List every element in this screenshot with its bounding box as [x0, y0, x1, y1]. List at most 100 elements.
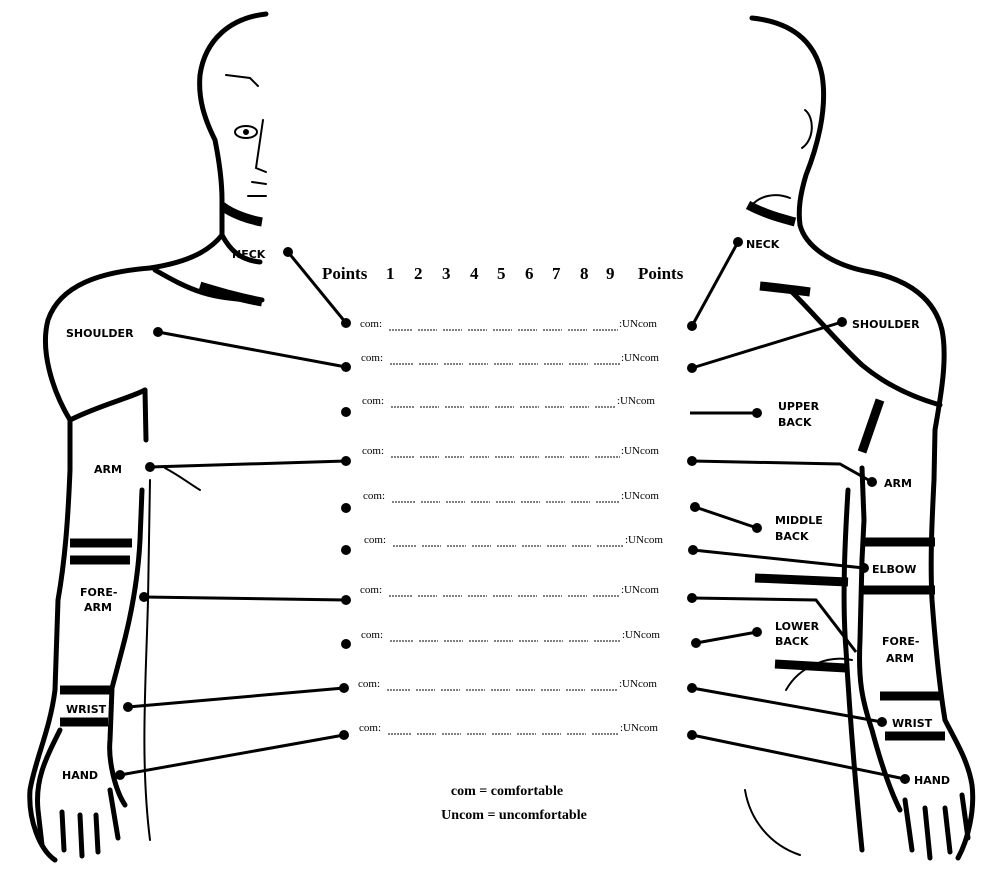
rating-rows: com: :UNcom com: :UNcom com: :UNcom com:…	[339, 318, 701, 740]
rating-row: com: :UNcom	[341, 629, 701, 649]
leader-shoulder-left	[158, 332, 346, 367]
legend-comfortable: com = comfortable	[451, 784, 563, 799]
label-wrist-left: WRIST	[66, 703, 107, 716]
arm-dot-left	[145, 462, 155, 472]
row-com-label: com:	[362, 395, 384, 407]
label-shoulder-right: SHOULDER	[852, 318, 920, 331]
row-left-dot	[341, 639, 351, 649]
label-elbow: ELBOW	[872, 563, 916, 576]
label-upper-back-1: UPPER	[778, 400, 820, 413]
row-uncom-label: :UNcom	[621, 584, 659, 596]
leader-forearm-left	[144, 597, 346, 600]
header-num-6: 6	[525, 264, 534, 283]
label-middle-back-2: BACK	[775, 530, 809, 543]
lower-back-dot	[752, 627, 762, 637]
leader-wrist-right	[692, 688, 882, 722]
label-lower-back-1: LOWER	[775, 620, 820, 633]
legend-uncomfortable: Uncom = uncomfortable	[441, 808, 587, 823]
back-hairline	[752, 195, 790, 205]
front-neck-band	[222, 206, 262, 222]
middle-back-dot	[752, 523, 762, 533]
shoulder-dot-left	[153, 327, 163, 337]
upper-back-dot	[752, 408, 762, 418]
row-uncom-label: :UNcom	[621, 352, 659, 364]
row-uncom-label: :UNcom	[617, 395, 655, 407]
front-face-brow	[226, 75, 258, 86]
row-uncom-label: :UNcom	[621, 445, 659, 457]
row-uncom-label: :UNcom	[619, 678, 657, 690]
row-uncom-label: :UNcom	[620, 722, 658, 734]
label-neck-left: NECK	[232, 248, 266, 261]
row-com-label: com:	[362, 445, 384, 457]
label-forearm-left-1: FORE-	[80, 586, 117, 599]
back-leg-curve	[745, 790, 800, 855]
leader-neck-right	[692, 242, 738, 326]
neck-dot-left	[283, 247, 293, 257]
row-left-dot	[341, 503, 351, 513]
back-neck-band	[748, 205, 795, 222]
label-arm-right: ARM	[884, 477, 912, 490]
leader-hand-left	[120, 735, 344, 775]
front-torso-side	[144, 480, 150, 840]
leader-arm-left	[150, 461, 346, 467]
leader-arm-right	[692, 461, 872, 482]
points-header: Points 1 2 3 4 5 6 7 8 9 Points	[322, 264, 684, 283]
front-head-outline	[200, 14, 266, 200]
front-labels: NECK SHOULDER ARM FORE- ARM WRIST HAND	[62, 247, 346, 782]
row-uncom-label: :UNcom	[621, 490, 659, 502]
forearm-dot-left	[139, 592, 149, 602]
front-figure	[30, 14, 266, 860]
label-forearm-right-2: ARM	[886, 652, 914, 665]
leader-neck-left	[288, 252, 346, 323]
front-hand	[37, 730, 118, 856]
header-num-1: 1	[386, 264, 395, 283]
header-points-right: Points	[638, 264, 684, 283]
wrist-dot-right	[877, 717, 887, 727]
label-arm-left: ARM	[94, 463, 122, 476]
label-upper-back-2: BACK	[778, 416, 812, 429]
hand-dot-left	[115, 770, 125, 780]
row-com-label: com:	[363, 490, 385, 502]
legend: com = comfortable Uncom = uncomfortable	[441, 784, 587, 823]
back-shoulder-line	[790, 290, 940, 405]
rating-row: com: :UNcom	[341, 584, 697, 605]
neck-dot-right	[733, 237, 743, 247]
row-uncom-label: :UNcom	[625, 534, 663, 546]
rating-row: com: :UNcom	[341, 534, 698, 555]
label-wrist-right: WRIST	[892, 717, 933, 730]
header-num-4: 4	[470, 264, 479, 283]
front-arm-crease	[165, 468, 200, 490]
rating-row: com: :UNcom	[341, 490, 700, 513]
leader-middle-back	[695, 507, 757, 528]
row-com-label: com:	[361, 352, 383, 364]
leader-forearm-right	[692, 598, 856, 652]
rating-row: com: :UNcom	[341, 445, 697, 466]
shoulder-dot-right	[837, 317, 847, 327]
row-left-dot	[341, 407, 351, 417]
header-num-5: 5	[497, 264, 506, 283]
label-hand-left: HAND	[62, 769, 98, 782]
leader-lower-back	[696, 632, 757, 643]
back-waist-band	[755, 578, 848, 582]
back-shoulder-band	[760, 286, 810, 292]
hand-dot-right	[900, 774, 910, 784]
leader-shoulder-right	[692, 322, 842, 368]
rating-row: com: :UNcom	[339, 722, 697, 740]
row-com-label: com:	[358, 678, 380, 690]
label-forearm-left-2: ARM	[84, 601, 112, 614]
label-shoulder-left: SHOULDER	[66, 327, 134, 340]
rating-row: com: :UNcom	[341, 352, 697, 373]
label-neck-right: NECK	[746, 238, 780, 251]
row-com-label: com:	[360, 318, 382, 330]
front-pupil	[243, 129, 249, 135]
label-forearm-right-1: FORE-	[882, 635, 919, 648]
label-hand-right: HAND	[914, 774, 950, 787]
back-head-outline	[752, 18, 824, 225]
arm-dot-right	[867, 477, 877, 487]
rating-row: com: :UNcom	[341, 318, 697, 331]
back-hand	[905, 795, 968, 858]
label-middle-back-1: MIDDLE	[775, 514, 823, 527]
row-com-label: com:	[364, 534, 386, 546]
front-nose	[256, 120, 266, 172]
